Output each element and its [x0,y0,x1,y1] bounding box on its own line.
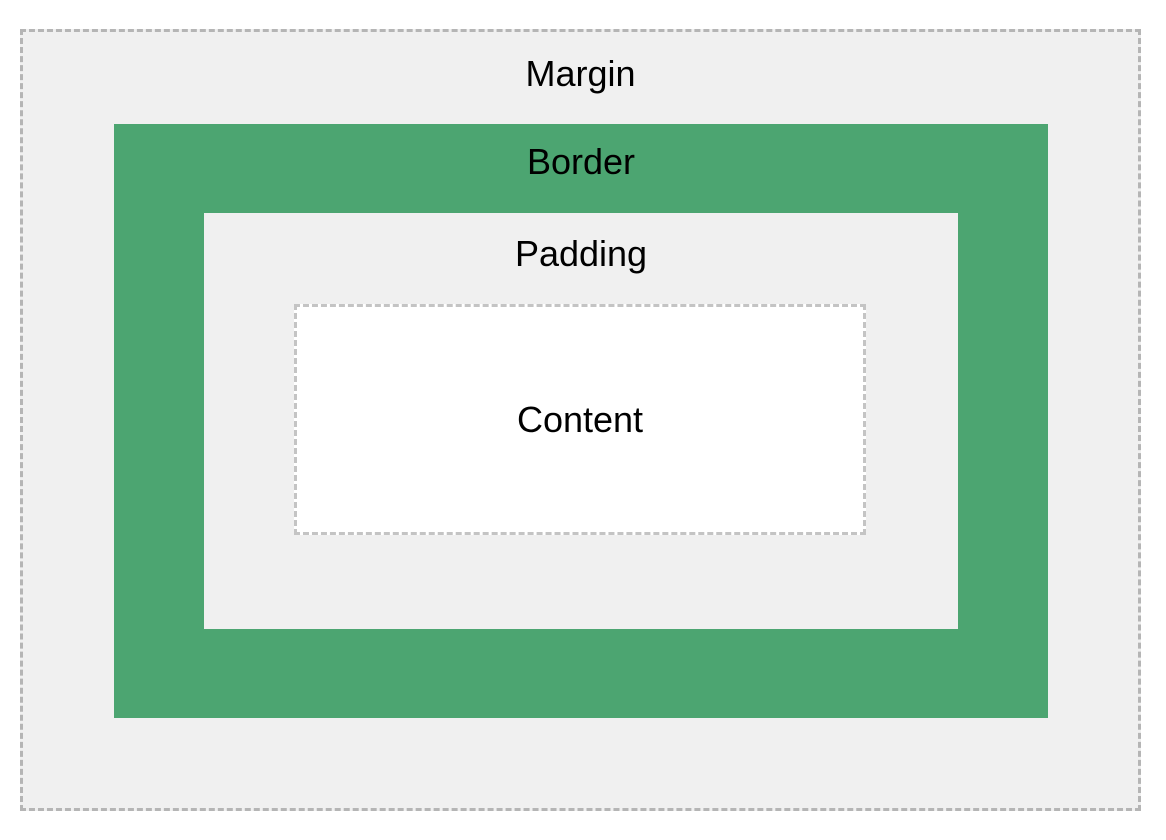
margin-box: Margin Border Padding Content [20,29,1141,811]
margin-label: Margin [525,53,636,94]
content-label: Content [516,399,644,440]
border-box: Border Padding Content [114,124,1048,718]
padding-box: Padding Content [204,213,958,629]
border-label: Border [526,141,636,182]
padding-label: Padding [514,233,648,274]
content-box: Content [294,304,866,535]
